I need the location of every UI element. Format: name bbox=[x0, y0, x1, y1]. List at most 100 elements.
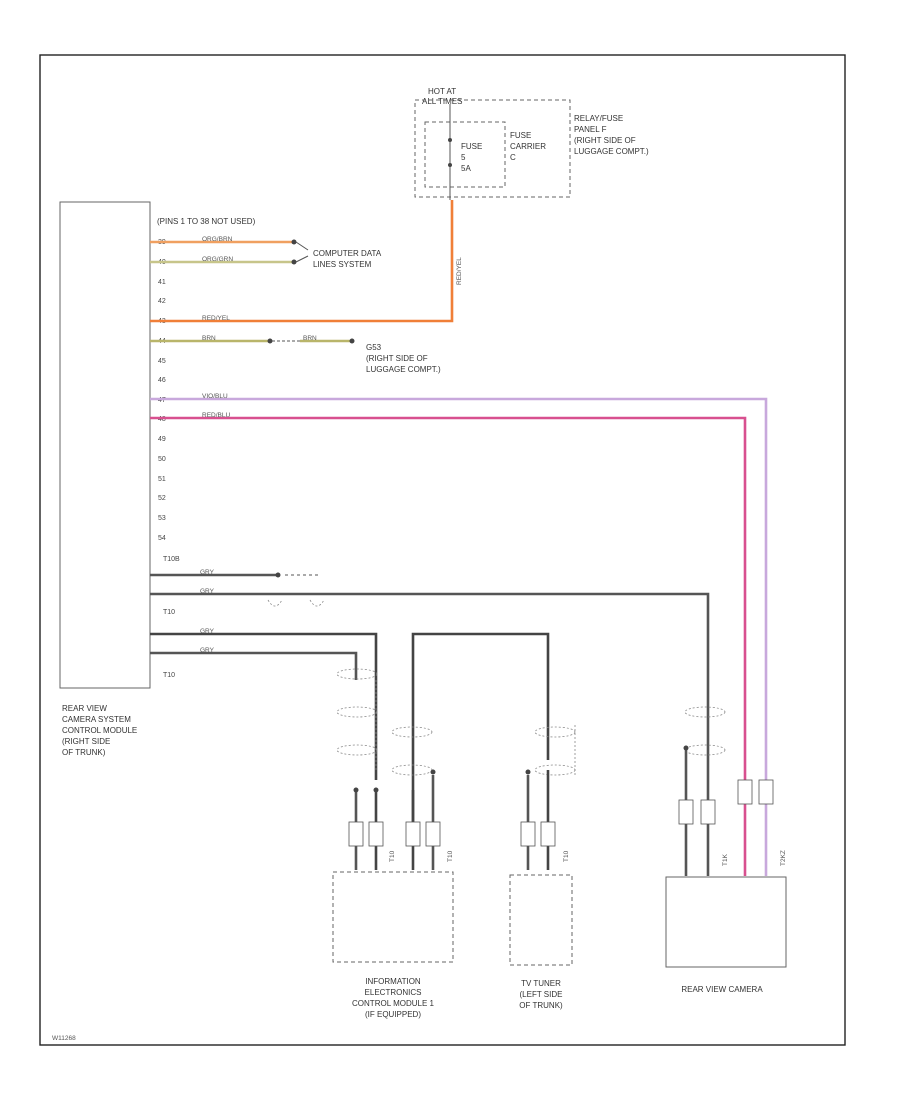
camera-connector-4 bbox=[758, 779, 774, 805]
wire-t10b-2 bbox=[150, 592, 710, 780]
rear-view-camera-control-module bbox=[59, 201, 151, 689]
wire-44-label-a: BRN bbox=[202, 335, 216, 342]
info-conn-label-1: T10 bbox=[389, 850, 396, 862]
tv-pin-1-end bbox=[525, 769, 531, 775]
shield-ellipse-4 bbox=[391, 726, 433, 738]
camera-connector-1 bbox=[678, 799, 694, 825]
info-connector-4 bbox=[425, 821, 441, 847]
wire-t10-1-label: GRY bbox=[200, 628, 215, 635]
pin-51: 51 bbox=[158, 476, 166, 483]
info-label-1: INFORMATION bbox=[365, 977, 421, 986]
info-module-connectors: T10 T10 bbox=[348, 769, 454, 870]
panel-label-3: (RIGHT SIDE OF bbox=[574, 136, 636, 145]
wire-43 bbox=[150, 200, 454, 323]
pin-48: 48 bbox=[158, 416, 166, 423]
wire-47 bbox=[150, 397, 768, 775]
fuse-wire-label: RED/YEL bbox=[456, 257, 463, 285]
wire-40-label: ORG/GRN bbox=[202, 256, 233, 263]
computer-data-label-1: COMPUTER DATA bbox=[313, 249, 382, 258]
hot-label-2: ALL TIMES bbox=[422, 97, 462, 106]
fuse-number: 5 bbox=[461, 153, 466, 162]
camera-conn-label-2: T2KZ bbox=[780, 850, 787, 866]
wire-43-label: RED/YEL bbox=[202, 315, 230, 322]
pin-numbers: 39 40 41 42 43 44 45 46 47 48 49 50 51 5… bbox=[158, 239, 166, 542]
wire-40-endpoint bbox=[291, 259, 297, 265]
pin-42: 42 bbox=[158, 298, 166, 305]
shield-dashed-lines bbox=[375, 680, 576, 775]
ground-label-2: (RIGHT SIDE OF bbox=[366, 354, 428, 363]
camera-connector-2 bbox=[700, 799, 716, 825]
info-label-3: CONTROL MODULE 1 bbox=[352, 999, 434, 1008]
ground-label-1: G53 bbox=[366, 343, 382, 352]
rear-view-camera bbox=[665, 876, 787, 968]
camera-connectors: T1K T2KZ bbox=[678, 745, 787, 876]
ground-g53-point bbox=[349, 338, 355, 344]
info-module-label: INFORMATION ELECTRONICS CONTROL MODULE 1… bbox=[352, 977, 434, 1019]
computer-data-label-2: LINES SYSTEM bbox=[313, 260, 372, 269]
wire-t10b-1-label: GRY bbox=[200, 569, 215, 576]
module-name-1: REAR VIEW bbox=[62, 704, 107, 713]
fuse-panel: HOT AT ALL TIMES FUSE 5 5A FUSE CARRIER … bbox=[414, 87, 649, 285]
shield-ellipse-7 bbox=[534, 764, 576, 776]
camera-pin-1-end bbox=[683, 745, 689, 751]
fuse-amperage: 5A bbox=[461, 164, 471, 173]
pin-50: 50 bbox=[158, 456, 166, 463]
wire-t10b-2-label: GRY bbox=[200, 588, 215, 595]
wire-t10-2 bbox=[150, 651, 358, 680]
shield-ellipse-8 bbox=[684, 706, 726, 718]
wire-t10-2-label: GRY bbox=[200, 647, 215, 654]
pin-52: 52 bbox=[158, 495, 166, 502]
wire-48-label: RED/BLU bbox=[202, 412, 230, 419]
info-connector-3 bbox=[405, 821, 421, 847]
tv-tuner-connectors: T10 bbox=[520, 769, 570, 870]
wire-39-label: ORG/BRN bbox=[202, 236, 233, 243]
shield-markers bbox=[336, 668, 726, 776]
pin-53: 53 bbox=[158, 515, 166, 522]
connector-t10-a: T10 bbox=[163, 609, 175, 616]
tv-label-1: TV TUNER bbox=[521, 979, 561, 988]
info-connector-2 bbox=[368, 821, 384, 847]
connector-t10b: T10B bbox=[163, 556, 180, 563]
shield-ellipse-1 bbox=[336, 668, 378, 680]
tv-conn-label: T10 bbox=[563, 850, 570, 862]
pin-54: 54 bbox=[158, 535, 166, 542]
computer-data-arrow bbox=[295, 241, 309, 263]
pins-note: (PINS 1 TO 38 NOT USED) bbox=[157, 217, 256, 226]
information-electronics-control-module bbox=[332, 871, 454, 963]
shield-bracket-t10b bbox=[267, 599, 325, 607]
wire-39-endpoint bbox=[291, 239, 297, 245]
module-name-5: OF TRUNK) bbox=[62, 748, 106, 757]
tv-tuner bbox=[509, 874, 573, 966]
pin-45: 45 bbox=[158, 358, 166, 365]
relay-fuse-panel-outline bbox=[414, 99, 571, 198]
tv-label-3: OF TRUNK) bbox=[519, 1001, 563, 1010]
diagram-code: W11268 bbox=[52, 1035, 76, 1042]
pin-47: 47 bbox=[158, 397, 166, 404]
hot-label-1: HOT AT bbox=[428, 87, 456, 96]
fuse-terminal-top bbox=[448, 138, 452, 142]
module-name-3: CONTROL MODULE bbox=[62, 726, 137, 735]
carrier-label-3: C bbox=[510, 153, 516, 162]
info-pin-4-end bbox=[430, 769, 436, 775]
tv-connector-1 bbox=[520, 821, 536, 847]
wire-44-label-b: BRN bbox=[303, 335, 317, 342]
wire-t10-1 bbox=[150, 632, 378, 780]
fuse-carrier-outline bbox=[424, 121, 506, 188]
wire-t10b-1-end bbox=[275, 572, 281, 578]
shield-ellipse-9 bbox=[684, 744, 726, 756]
info-label-4: (IF EQUIPPED) bbox=[365, 1010, 421, 1019]
pin-49: 49 bbox=[158, 436, 166, 443]
panel-label-4: LUGGAGE COMPT.) bbox=[574, 147, 649, 156]
camera-conn-label-1: T1K bbox=[722, 853, 729, 866]
connector-t10-b: T10 bbox=[163, 672, 175, 679]
carrier-label-1: FUSE bbox=[510, 131, 531, 140]
camera-label: REAR VIEW CAMERA bbox=[681, 985, 763, 994]
pin-46: 46 bbox=[158, 377, 166, 384]
tv-label-2: (LEFT SIDE bbox=[520, 990, 563, 999]
module-name-2: CAMERA SYSTEM bbox=[62, 715, 131, 724]
fuse-terminal-bottom bbox=[448, 163, 452, 167]
shield-ellipse-2 bbox=[336, 706, 378, 718]
diagram-frame bbox=[39, 54, 846, 1046]
camera-connector-3 bbox=[737, 779, 753, 805]
